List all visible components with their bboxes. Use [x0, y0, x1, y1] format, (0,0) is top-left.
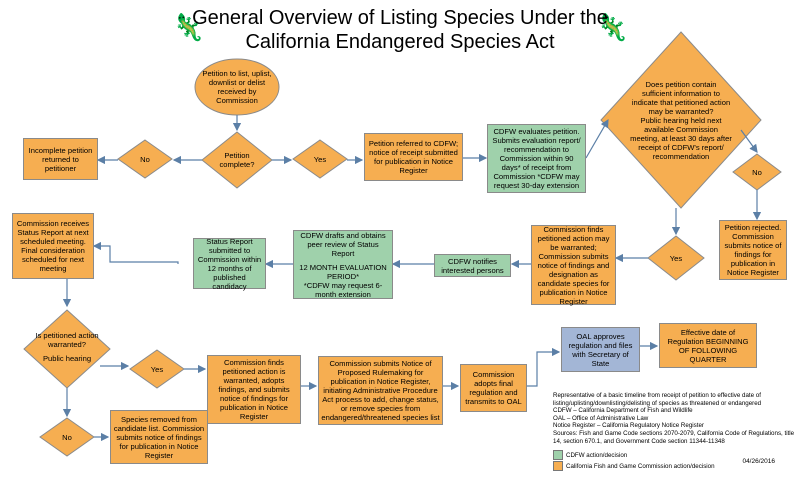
rejected-box: Petition rejected. Commission submits no… — [719, 220, 787, 280]
oal-box: OAL approves regulation and files with S… — [561, 327, 640, 372]
no1-diamond — [117, 139, 173, 179]
page-title: General Overview of Listing Species Unde… — [150, 6, 650, 54]
referred-box: Petition referred to CDFW; notice of rec… — [364, 133, 463, 181]
legend-green: CDFW action/decision — [553, 450, 627, 460]
effective-date-box: Effective date of Regulation BEGINNING O… — [659, 323, 757, 368]
legend-note-1: Representative of a basic timeline from … — [553, 392, 762, 407]
public-hearing-label: Public hearing — [42, 353, 92, 363]
legend-green-label: CDFW action/decision — [566, 451, 628, 459]
no2-label: No — [752, 167, 762, 177]
six-month-text: *CDFW may request 6-month extension — [303, 280, 383, 299]
yes3-label: Yes — [150, 364, 164, 374]
title-line-1: General Overview of Listing Species Unde… — [192, 7, 608, 29]
no1-label: No — [140, 154, 150, 164]
rulemaking-box: Commission submits Notice of Proposed Ru… — [318, 356, 443, 425]
adopts-box: Commission adopts final regulation and t… — [460, 364, 527, 412]
status-report-box: Status Report submitted to Commission wi… — [193, 237, 266, 291]
no3-label: No — [62, 432, 72, 442]
petition-complete-label: Petition complete? — [219, 151, 255, 169]
does-petition-label: Does petition contain sufficient informa… — [631, 80, 731, 116]
legend-orange: California Fish and Game Commission acti… — [553, 461, 715, 471]
yes1-label: Yes — [313, 154, 327, 164]
commission-receives-box: Commission receives Status Report at nex… — [12, 213, 94, 279]
legend-note-3: OAL – Office of Administrative Law — [553, 414, 649, 422]
removed-box: Species removed from candidate list. Com… — [110, 410, 208, 464]
legend-orange-label: California Fish and Game Commission acti… — [566, 462, 715, 470]
title-line-2: California Endangered Species Act — [245, 31, 555, 53]
cdfw-notifies-box: CDFW notifies interested persons — [434, 254, 511, 277]
cdfw-drafts-text: CDFW drafts and obtains peer review of S… — [300, 230, 386, 258]
legend-note-5: Sources: Fish and Game Code sections 207… — [553, 429, 795, 445]
incomplete-petition-box: Incomplete petition returned to petition… — [23, 138, 98, 180]
legend-note-4: Notice Register – California Regulatory … — [553, 422, 704, 430]
petition-oval-text: Petition to list, uplist, downlist or de… — [202, 69, 272, 105]
commission-finds-box: Commission finds petitioned action may b… — [531, 225, 616, 306]
commission-finds-warranted-box: Commission finds petitioned action is wa… — [207, 355, 301, 424]
cdfw-evaluates-box: CDFW evaluates petition. Submits evaluat… — [487, 124, 586, 193]
does-petition-diamond — [600, 31, 762, 209]
date-stamp: 04/26/2016 — [742, 458, 775, 465]
hearing-note-label: Public hearing held next available Commi… — [630, 115, 732, 161]
yes2-diamond — [647, 235, 705, 281]
cdfw-drafts-box: CDFW drafts and obtains peer review of S… — [293, 230, 393, 299]
legend-notes: Representative of a basic timeline from … — [553, 392, 798, 445]
yes2-label: Yes — [669, 253, 683, 263]
petition-complete-diamond — [201, 131, 273, 189]
twelve-month-text: 12 MONTH EVALUATION PERIOD* — [299, 262, 387, 281]
green-swatch — [553, 450, 563, 460]
legend-note-2: CDFW – California Department of Fish and… — [553, 407, 693, 415]
yes3-diamond — [129, 349, 185, 389]
yes1-diamond — [292, 139, 348, 179]
lizard-icon: 🦎 — [172, 12, 205, 42]
lizard-icon: 🦎 — [596, 12, 629, 42]
no3-diamond — [39, 417, 95, 457]
is-warranted-label: Is petitioned action warranted? — [35, 331, 99, 349]
orange-swatch — [553, 461, 563, 471]
